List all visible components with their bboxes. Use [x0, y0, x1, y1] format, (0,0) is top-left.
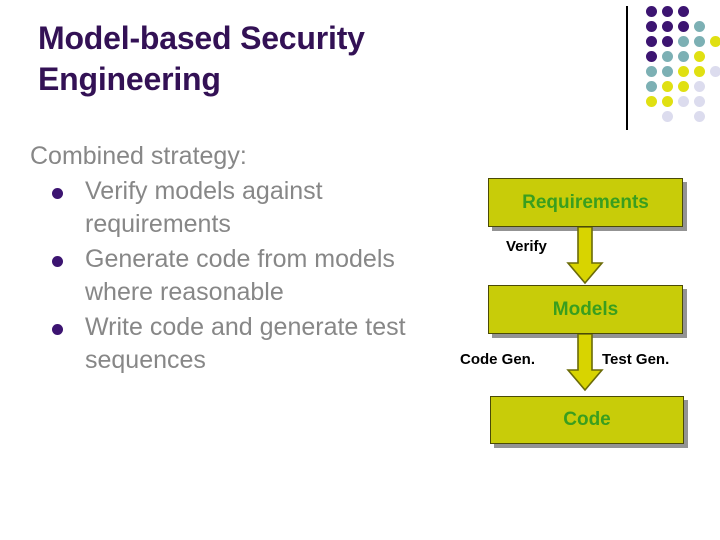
decorative-dot — [662, 51, 673, 62]
flow-box-models: Models — [488, 285, 683, 334]
decorative-dot — [678, 51, 689, 62]
decorative-dot — [662, 36, 673, 47]
flow-label-code-gen: Code Gen. — [460, 351, 536, 368]
decorative-dot — [694, 51, 705, 62]
body-content: Combined strategy: Verify models against… — [30, 140, 450, 379]
bullet-dot-icon — [52, 187, 63, 199]
header-divider-rule — [626, 6, 628, 130]
decorative-dot — [662, 81, 673, 92]
decorative-dot — [710, 66, 720, 77]
down-arrow-icon-verify — [566, 227, 604, 285]
down-arrow-icon-code-gen — [566, 334, 604, 392]
decorative-dot — [662, 96, 673, 107]
decorative-dot — [646, 6, 657, 17]
decorative-dot — [678, 6, 689, 17]
decorative-dot — [646, 51, 657, 62]
list-item-label: Verify models against requirements — [85, 176, 323, 239]
flow-box-requirements: Requirements — [488, 178, 683, 227]
decorative-dot — [678, 66, 689, 77]
list-item: Verify models against requirements — [30, 175, 450, 242]
decorative-dot — [694, 111, 705, 122]
decorative-dot — [710, 36, 720, 47]
decorative-dot — [678, 81, 689, 92]
decorative-dot-grid — [646, 6, 720, 128]
flow-label-verify: Verify — [506, 238, 547, 255]
list-item-label: Write code and generate test sequences — [85, 312, 406, 375]
list-item-label: Generate code from models where reasonab… — [85, 244, 395, 307]
list-item: Generate code from models where reasonab… — [30, 243, 450, 310]
decorative-dot — [646, 21, 657, 32]
body-intro-text: Combined strategy: — [30, 142, 247, 170]
decorative-dot — [662, 66, 673, 77]
decorative-dot — [678, 36, 689, 47]
flow-label-test-gen: Test Gen. — [602, 351, 670, 368]
process-flow-diagram: Requirements Verify Models Code Gen. Tes… — [450, 170, 710, 460]
decorative-dot — [694, 66, 705, 77]
decorative-dot — [662, 21, 673, 32]
decorative-dot — [646, 81, 657, 92]
decorative-dot — [646, 36, 657, 47]
decorative-dot — [662, 6, 673, 17]
decorative-dot — [694, 21, 705, 32]
decorative-dot — [678, 96, 689, 107]
list-item: Write code and generate test sequences — [30, 311, 450, 378]
page-title: Model-based Security Engineering — [38, 20, 365, 97]
decorative-dot — [646, 96, 657, 107]
decorative-dot — [646, 66, 657, 77]
flow-box-code: Code — [490, 396, 684, 444]
bullet-dot-icon — [52, 255, 63, 267]
bullet-dot-icon — [52, 323, 63, 335]
decorative-dot — [694, 96, 705, 107]
decorative-dot — [662, 111, 673, 122]
decorative-dot — [694, 81, 705, 92]
decorative-dot — [694, 36, 705, 47]
decorative-dot — [678, 21, 689, 32]
